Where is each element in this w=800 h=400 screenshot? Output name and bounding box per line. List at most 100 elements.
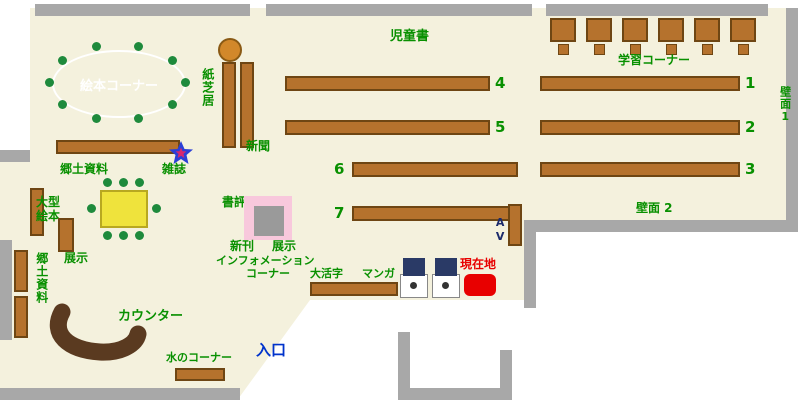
shelf-number-3: 3 — [745, 160, 756, 178]
large-picture-books-label-line2: 絵本 — [36, 209, 61, 223]
study-desk — [694, 18, 720, 42]
study-chair — [558, 44, 569, 55]
local-materials-lower-label: 郷土資料 — [34, 252, 49, 304]
study-desk — [550, 18, 576, 42]
av-shelf — [508, 204, 522, 246]
kamishibai-label: 紙芝居 — [200, 68, 215, 107]
wall-bottom-left — [0, 388, 240, 400]
chair-dot — [168, 100, 177, 109]
children-books-label: 児童書 — [390, 29, 430, 44]
counter-label: カウンター — [118, 309, 184, 324]
magazine-star-icon — [169, 141, 193, 164]
chair-dot — [87, 204, 96, 213]
large-print-manga-shelf — [310, 282, 398, 296]
floor-lower-left — [0, 150, 310, 396]
shelf-number-4: 4 — [495, 74, 506, 92]
chair-dot — [103, 178, 112, 187]
display-left-shelf — [58, 218, 74, 252]
entrance-label: 入口 — [256, 341, 287, 359]
shelf-row-4 — [285, 76, 490, 91]
information-label-line2: コーナー — [246, 267, 290, 280]
wall-right — [786, 8, 798, 232]
picture-book-corner-area: 絵本コーナー — [52, 50, 186, 118]
chair-dot — [58, 100, 67, 109]
chair-dot — [152, 204, 161, 213]
shelf-number-7: 7 — [334, 204, 345, 222]
shelf-number-2: 2 — [745, 118, 756, 136]
local-materials-shelf-2 — [14, 296, 28, 338]
study-desk — [622, 18, 648, 42]
shelf-number-5: 5 — [495, 118, 506, 136]
counter-shape — [49, 303, 147, 361]
study-chair — [702, 44, 713, 55]
chair-dot — [92, 42, 101, 51]
large-picture-books-shelf — [30, 188, 44, 236]
chair-dot — [134, 42, 143, 51]
water-corner-shelf — [175, 368, 225, 381]
local-materials-shelf-1 — [14, 250, 28, 292]
wall-1-label: 壁面1 — [778, 86, 792, 124]
study-chair — [666, 44, 677, 55]
reading-table — [100, 190, 148, 228]
shelf-row-6 — [352, 162, 518, 177]
study-desk — [658, 18, 684, 42]
opac-terminal-button — [410, 282, 417, 289]
chair-dot — [134, 114, 143, 123]
vestibule-wall-bottom — [398, 388, 512, 400]
vestibule-wall-left — [398, 332, 410, 400]
chair-dot — [92, 114, 101, 123]
vestibule-wall-right — [500, 350, 512, 400]
large-picture-books-label-line1: 大型 — [36, 195, 61, 209]
chair-dot — [168, 56, 177, 65]
water-corner-label: 水のコーナー — [166, 351, 232, 364]
shelf-row-5 — [285, 120, 490, 135]
display-stand — [254, 206, 284, 236]
chair-dot — [45, 78, 54, 87]
chair-dot — [135, 178, 144, 187]
chair-dot — [135, 231, 144, 240]
wall-left — [0, 240, 12, 340]
large-print-label: 大活字 — [310, 267, 343, 280]
study-desk — [586, 18, 612, 42]
study-corner-label: 学習コーナー — [618, 53, 691, 67]
round-table — [218, 38, 242, 62]
shelf-row-1 — [540, 76, 740, 91]
shelf-number-6: 6 — [334, 160, 345, 178]
wall-top-3 — [546, 4, 768, 16]
kamishibai-shelf-b — [240, 62, 254, 148]
information-label-line1: インフォメーション — [216, 254, 315, 267]
kamishibai-shelf-a — [222, 62, 236, 148]
opac-terminal-button — [442, 282, 449, 289]
opac-terminal-screen — [435, 258, 457, 276]
shelf-row-3 — [540, 162, 740, 177]
wall-top-2 — [266, 4, 532, 16]
display-left-label: 展示 — [64, 251, 89, 265]
manga-label: マンガ — [362, 267, 395, 280]
wall-top-1 — [35, 4, 250, 16]
study-desk — [730, 18, 756, 42]
picture-book-corner-label: 絵本コーナー — [79, 78, 158, 94]
shelf-row-2 — [540, 120, 740, 135]
opac-terminal-screen — [403, 258, 425, 276]
current-location-label: 現在地 — [460, 257, 497, 271]
chair-dot — [58, 56, 67, 65]
wall-bottom-right — [532, 220, 798, 232]
chair-dot — [103, 231, 112, 240]
wall-2-label: 壁面 2 — [636, 201, 673, 215]
local-materials-upper-label: 郷土資料 — [60, 162, 109, 176]
magazine-label: 雑誌 — [162, 162, 187, 176]
magazine-shelf — [56, 140, 180, 154]
wall-left-stub — [0, 150, 30, 162]
book-review-label: 書評 — [222, 195, 247, 209]
chair-dot — [119, 231, 128, 240]
display-right-label: 展示 — [272, 239, 297, 253]
study-chair — [738, 44, 749, 55]
wall-mid-vertical — [524, 220, 536, 308]
chair-dot — [119, 178, 128, 187]
current-location-marker — [464, 274, 496, 296]
newspaper-label: 新聞 — [246, 139, 271, 153]
new-arrivals-label: 新刊 — [230, 239, 255, 253]
study-chair — [594, 44, 605, 55]
study-chair — [630, 44, 641, 55]
